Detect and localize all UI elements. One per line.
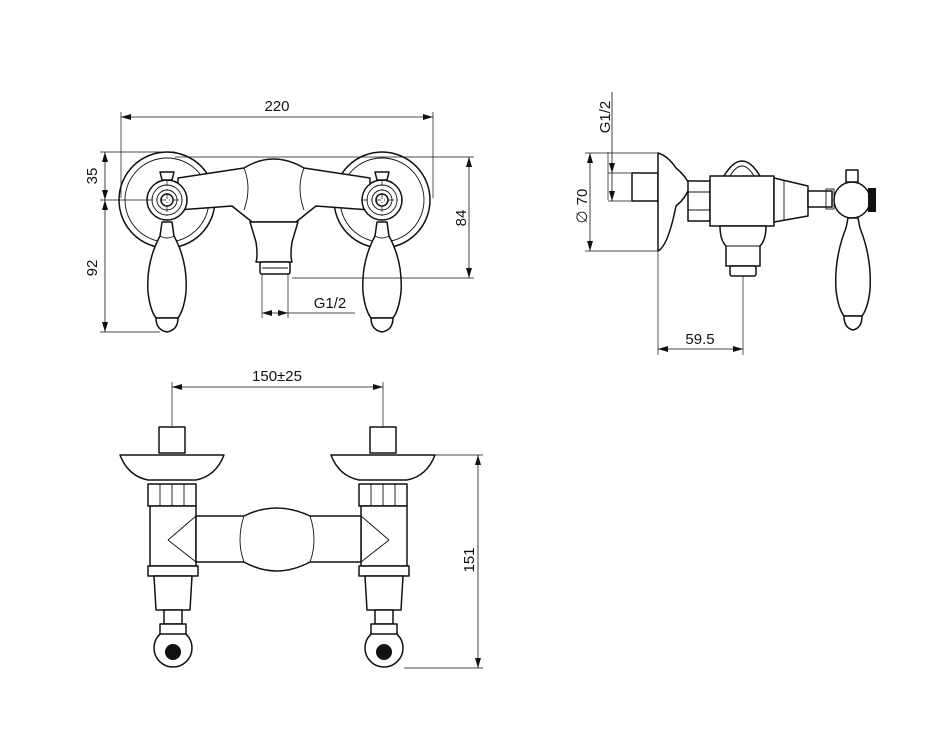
front-view: 220 35 92 84 G1/2 [84,98,474,333]
dim-lower-height: 92 [84,260,101,277]
dim-rosette-diameter: 70 [574,189,591,206]
mixer-body [177,158,371,223]
plan-mixer-body [195,507,362,572]
dim-centers: 150±25 [252,368,302,385]
dim-projection: 59.5 [685,331,714,348]
left-lever-handle [147,221,187,319]
dim-overall-width: 220 [264,98,289,115]
side-rosette [657,152,691,252]
dim-total-height: 151 [461,547,478,572]
dim-rosette-diameter-symbol: ∅ [574,210,591,223]
dim-inlet-thread: G1/2 [597,101,614,134]
plan-right-rosette [330,454,436,481]
dim-top-offset: 35 [84,168,101,185]
dim-body-height: 84 [453,210,470,227]
plan-view: 150±25 151 [119,368,483,669]
plan-left-rosette [119,454,225,481]
side-view: G1/2 ∅ 70 59.5 [574,92,876,355]
dim-outlet-thread: G1/2 [314,295,347,312]
outlet-nozzle [249,221,299,263]
right-lever-handle [362,221,402,319]
inlet-stub [631,172,659,202]
side-lever-handle [834,217,872,317]
